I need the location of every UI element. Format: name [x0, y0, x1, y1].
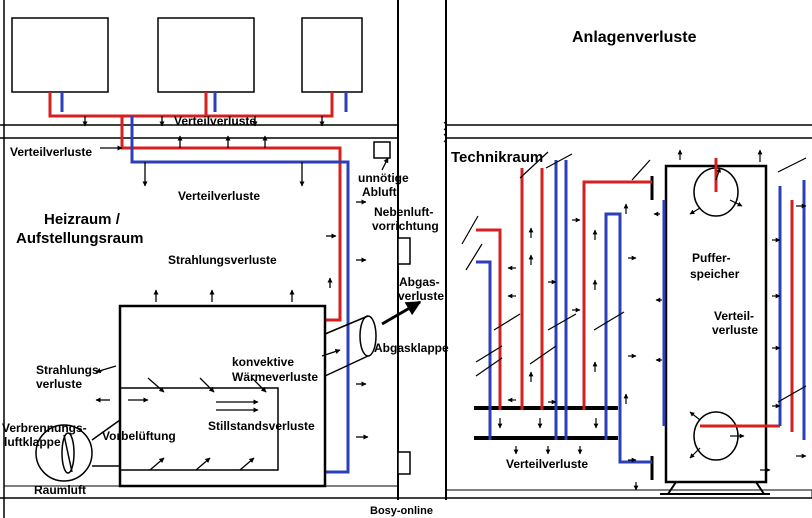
- title-anlagenverluste: Anlagenverluste: [572, 29, 697, 46]
- label-abgas-line2: verluste: [398, 289, 444, 303]
- label-strahlung-side-line1: Strahlungs-: [36, 363, 103, 377]
- flue-gas-arrow: [381, 300, 422, 326]
- label-verteil-right-line2: verluste: [712, 323, 758, 337]
- credit-bosy-online: Bosy-online: [370, 505, 433, 517]
- return-pipes-left: [60, 92, 350, 474]
- label-abgas-line1: Abgas-: [399, 275, 440, 289]
- label-verbrennung-line2: luftklappe: [4, 435, 61, 449]
- label-verteil-right-line1: Verteil-: [714, 309, 754, 323]
- label-nebenluft-line2: vorrichtung: [372, 219, 439, 233]
- label-verteilverluste-left: Verteilverluste: [10, 145, 92, 159]
- label-strahlungsverluste-top: Strahlungsverluste: [168, 253, 277, 267]
- manifold-bars: [474, 406, 618, 440]
- loss-arrows-right: [497, 149, 807, 491]
- radiator-3: [301, 17, 363, 93]
- label-konvektiv-line1: konvektive: [232, 355, 294, 369]
- label-abgasklappe: Abgasklappe: [374, 341, 449, 355]
- supply-pipes-left: [48, 92, 342, 322]
- flue-gas-damper: [324, 315, 377, 377]
- radiators: [11, 17, 363, 93]
- label-puffer-line1: Puffer-: [692, 251, 731, 265]
- label-verteilverluste-mid: Verteilverluste: [178, 189, 260, 203]
- label-raumluft: Raumluft: [34, 483, 86, 497]
- label-konvektiv-line2: Wärmeverluste: [232, 370, 318, 384]
- label-unnoetige-line2: Abluft: [362, 185, 397, 199]
- label-verteilverluste-top: Verteilverluste: [174, 114, 256, 128]
- label-stillstandsverluste: Stillstandsverluste: [208, 419, 315, 433]
- combustion-air-damper: [35, 419, 121, 482]
- radiator-1: [11, 17, 109, 93]
- label-unnoetige-line1: unnötige: [358, 171, 409, 185]
- label-vorbelueftung: Vorbelüftung: [102, 429, 176, 443]
- wall-openings: [373, 141, 411, 475]
- wall-gap-marks: [443, 121, 447, 143]
- label-verbrennung-line1: Verbrennungs-: [2, 421, 87, 435]
- title-heizraum-line1: Heizraum /: [44, 211, 121, 228]
- loss-arrows-left: [82, 116, 389, 471]
- label-verteilverluste-technik: Verteilverluste: [506, 457, 588, 471]
- boiler: [118, 304, 327, 488]
- label-strahlung-side-line2: verluste: [36, 377, 82, 391]
- pipe-break-marks: [461, 151, 807, 403]
- label-puffer-line2: speicher: [690, 267, 740, 281]
- return-pipes-right: [476, 160, 806, 464]
- supply-pipes-right: [476, 158, 794, 432]
- title-technikraum: Technikraum: [451, 149, 543, 166]
- title-heizraum-line2: Aufstellungsraum: [16, 230, 144, 247]
- radiator-2: [157, 17, 255, 93]
- labels: Anlagenverluste Technikraum Heizraum / A…: [2, 29, 758, 517]
- label-nebenluft-line1: Nebenluft-: [374, 205, 433, 219]
